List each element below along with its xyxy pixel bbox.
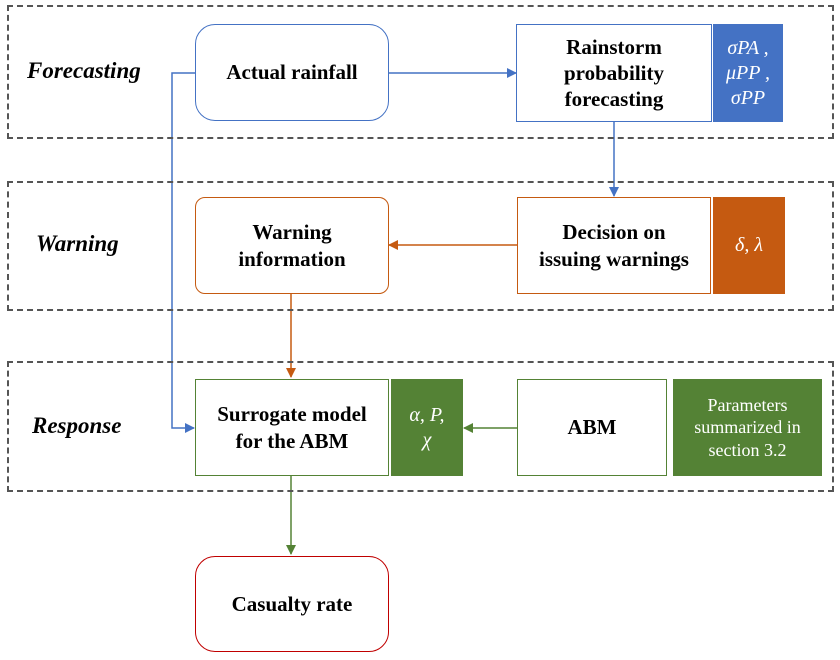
sigma-pa-param: σPA , — [727, 36, 769, 59]
abm-params-box: Parameters summarized in section 3.2 — [673, 379, 822, 476]
forecasting-stage — [7, 5, 834, 139]
forecasting-stage-label: Forecasting — [27, 58, 141, 83]
abm-params-label: Parameters summarized in section 3.2 — [694, 394, 801, 460]
warning-information-node: Warning information — [195, 197, 389, 294]
warning-stage-label: Warning — [36, 231, 119, 256]
decision-warnings-label: Decision on issuing warnings — [539, 220, 689, 271]
warning-information-label: Warning information — [238, 220, 346, 271]
surrogate-model-node: Surrogate model for the ABM — [195, 379, 389, 476]
delta-lambda-param: δ, λ — [735, 234, 763, 256]
arrow-rainfall-to-surrogate — [171, 72, 195, 433]
warning-params-box: δ, λ — [713, 197, 785, 294]
rainstorm-forecasting-label: Rainstorm probability forecasting — [564, 34, 664, 112]
decision-warnings-node: Decision on issuing warnings — [517, 197, 711, 294]
mu-pp-param: μPP , — [725, 61, 771, 84]
casualty-rate-label: Casualty rate — [231, 591, 353, 616]
alpha-p-param: α, P, — [409, 403, 445, 426]
abm-label: ABM — [567, 415, 617, 440]
response-stage — [7, 361, 834, 492]
sigma-pp-param: σPP — [730, 86, 766, 109]
surrogate-model-label: Surrogate model for the ABM — [217, 402, 367, 453]
response-stage-label: Response — [32, 413, 122, 438]
casualty-rate-node: Casualty rate — [195, 556, 389, 652]
abm-node: ABM — [517, 379, 667, 476]
warning-stage — [7, 181, 834, 311]
chi-param: χ — [422, 428, 432, 451]
surrogate-params-box: α, P, χ — [391, 379, 463, 476]
actual-rainfall-node: Actual rainfall — [195, 24, 389, 121]
actual-rainfall-label: Actual rainfall — [226, 60, 358, 85]
forecast-params-box: σPA , μPP , σPP — [713, 24, 783, 122]
rainstorm-forecasting-node: Rainstorm probability forecasting — [516, 24, 712, 122]
